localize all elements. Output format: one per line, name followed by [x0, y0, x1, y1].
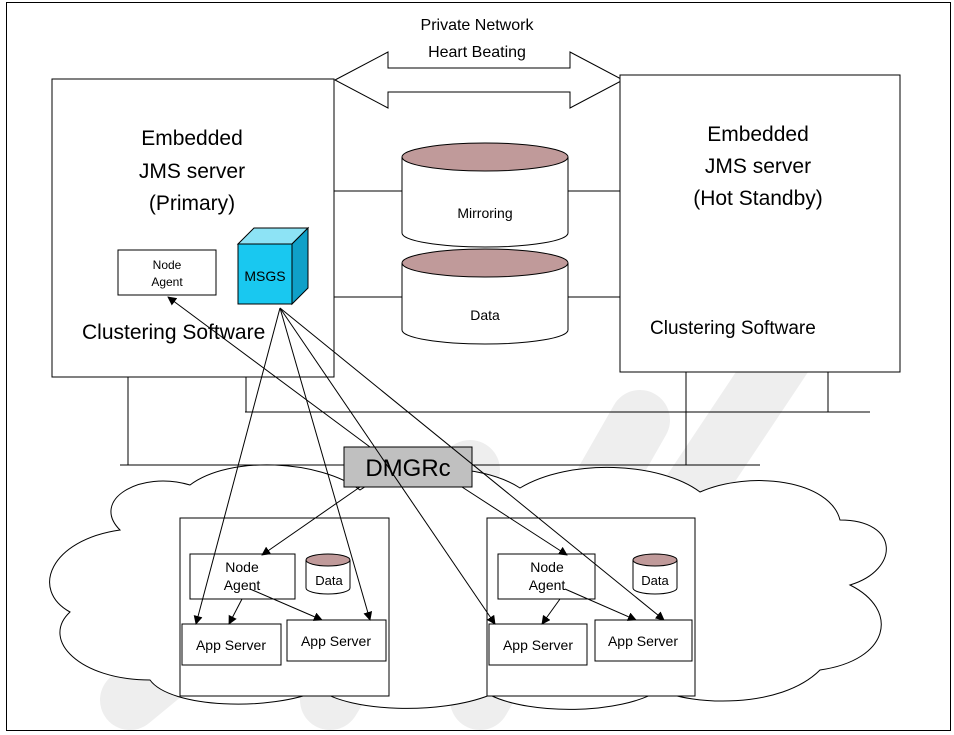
- standby-server-title-line3: (Hot Standby): [693, 187, 823, 210]
- connection-arrows: [167, 296, 665, 625]
- dmgr-box: [343, 446, 473, 488]
- left-node-data-cylinder: [305, 553, 351, 595]
- msgs-label: MSGS: [244, 268, 285, 284]
- primary-server-title-line2: JMS server: [139, 160, 245, 183]
- primary-server-title-line3: (Primary): [149, 192, 235, 215]
- mirroring-cylinder: [401, 142, 569, 248]
- left-app-server-1-label: App Server: [196, 637, 266, 653]
- left-app-server-2: [286, 619, 387, 662]
- right-app-server-1-label: App Server: [503, 637, 573, 653]
- standby-clustering-label: Clustering Software: [650, 318, 816, 339]
- standby-server-title-line2: JMS server: [705, 155, 811, 178]
- left-node-data-label: Data: [315, 573, 343, 588]
- left-app-server-1: [181, 623, 282, 666]
- left-node-agent-line1: Node: [225, 559, 259, 575]
- network-label-line2: Heart Beating: [428, 44, 526, 61]
- network-label-line1: Private Network: [421, 17, 535, 34]
- right-node-agent-line1: Node: [530, 559, 564, 575]
- standby-server-title-line1: Embedded: [707, 123, 809, 146]
- right-node-data-label: Data: [641, 573, 669, 588]
- right-app-server-1: [488, 623, 588, 666]
- primary-server-title-line1: Embedded: [141, 127, 243, 150]
- right-node-data-cylinder: [632, 553, 678, 595]
- data-label: Data: [470, 307, 500, 323]
- left-node-box: [179, 517, 390, 697]
- primary-node-agent-line1: Node: [153, 258, 182, 272]
- right-node-agent-line2: Agent: [529, 577, 566, 593]
- diagram-frame: [6, 2, 951, 731]
- network-cloud: [49, 464, 887, 710]
- msgs-cube: [236, 226, 310, 306]
- primary-node-agent-line2: Agent: [151, 275, 183, 289]
- mirroring-label: Mirroring: [457, 205, 512, 221]
- left-app-server-2-label: App Server: [301, 633, 371, 649]
- right-app-server-2: [594, 619, 693, 662]
- standby-server-box: [619, 74, 901, 373]
- storage-connectors: [334, 190, 620, 298]
- primary-clustering-label: Clustering Software: [82, 321, 265, 344]
- primary-node-agent-box: [117, 249, 217, 296]
- data-cylinder: [401, 248, 569, 345]
- left-node-agent-box: [189, 553, 296, 600]
- right-app-server-2-label: App Server: [608, 633, 678, 649]
- right-node-agent-box: [497, 553, 596, 600]
- dmgr-label: DMGRc: [365, 455, 450, 482]
- right-node-box: [486, 517, 696, 697]
